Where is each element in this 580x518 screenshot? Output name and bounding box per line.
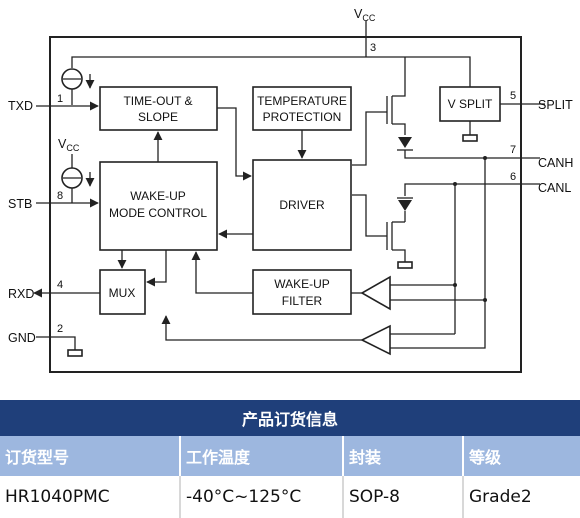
pin-stb-label: STB xyxy=(8,197,32,211)
pin-txd-label: TXD xyxy=(8,99,33,113)
comparator-lower-icon xyxy=(360,324,391,356)
ground-low-icon xyxy=(397,261,413,269)
table-title: 产品订货信息 xyxy=(0,400,580,436)
pin-split-number: 5 xyxy=(510,90,516,102)
cell-part-number: HR1040PMC xyxy=(0,476,181,518)
pin-canl-number: 6 xyxy=(510,171,516,183)
pin-rxd-label: RXD xyxy=(8,287,34,301)
header-part-number: 订货型号 xyxy=(0,436,181,476)
timeout-line2: SLOPE xyxy=(138,110,178,124)
timeout-slope-block xyxy=(99,86,218,131)
table-header-row: 订货型号 工作温度 封装 等级 xyxy=(0,436,580,476)
wakeup-mode-control-block xyxy=(99,161,218,251)
pin-gnd-number: 2 xyxy=(57,323,63,335)
ground-gnd-icon xyxy=(67,349,83,357)
high-side-transistor-icon xyxy=(352,80,406,166)
cell-operating-temp: -40°C~125°C xyxy=(181,476,344,518)
mux-block xyxy=(99,269,146,315)
mux-text: MUX xyxy=(109,286,136,300)
low-side-transistor-icon xyxy=(352,194,406,262)
header-operating-temp: 工作温度 xyxy=(181,436,344,476)
ground-vsplit-icon xyxy=(462,134,478,142)
comparator-upper-icon xyxy=(360,275,391,311)
filter-line1: WAKE-UP xyxy=(274,277,330,291)
timeout-line1: TIME-OUT & xyxy=(123,94,192,108)
cell-grade: Grade2 xyxy=(469,487,532,507)
filter-line2: FILTER xyxy=(282,294,323,308)
temp-line2: PROTECTION xyxy=(263,110,342,124)
pin-stb-number: 8 xyxy=(57,190,63,202)
pin-rxd-number: 4 xyxy=(57,279,63,291)
vcc-top-label: VCC xyxy=(354,7,376,23)
wakeup-mode-line1: WAKE-UP xyxy=(130,189,186,203)
vsplit-block xyxy=(439,86,501,122)
header-grade: 等级 xyxy=(469,448,502,467)
wakeup-filter-block xyxy=(252,269,352,315)
pin-canl-label: CANL xyxy=(538,181,571,195)
vcc-left-label: VCC xyxy=(58,137,80,153)
header-package: 封装 xyxy=(344,436,464,476)
pin-split-label: SPLIT xyxy=(538,98,573,112)
vsplit-text: V SPLIT xyxy=(448,97,493,111)
driver-block xyxy=(252,159,352,251)
pin-canh-number: 7 xyxy=(510,144,516,156)
diode-low-icon xyxy=(397,197,413,211)
temp-line1: TEMPERATURE xyxy=(257,94,347,108)
pin-txd-number: 1 xyxy=(57,93,63,105)
wakeup-mode-line2: MODE CONTROL xyxy=(109,206,207,220)
order-info-table: 产品订货信息 订货型号 工作温度 封装 等级 HR1040PMC -40°C~1… xyxy=(0,400,580,518)
block-diagram: VCC 3 TXD 1 TIME-OUT & SLOPE TEMPERATURE… xyxy=(8,7,573,373)
pin-vcc-number: 3 xyxy=(370,42,376,54)
pin-gnd-label: GND xyxy=(8,331,36,345)
driver-text: DRIVER xyxy=(279,198,325,212)
table-row: HR1040PMC -40°C~125°C SOP-8 Grade2 xyxy=(0,476,580,518)
cell-package: SOP-8 xyxy=(344,476,464,518)
current-source-left-icon xyxy=(61,167,95,189)
pin-canh-label: CANH xyxy=(538,156,573,170)
